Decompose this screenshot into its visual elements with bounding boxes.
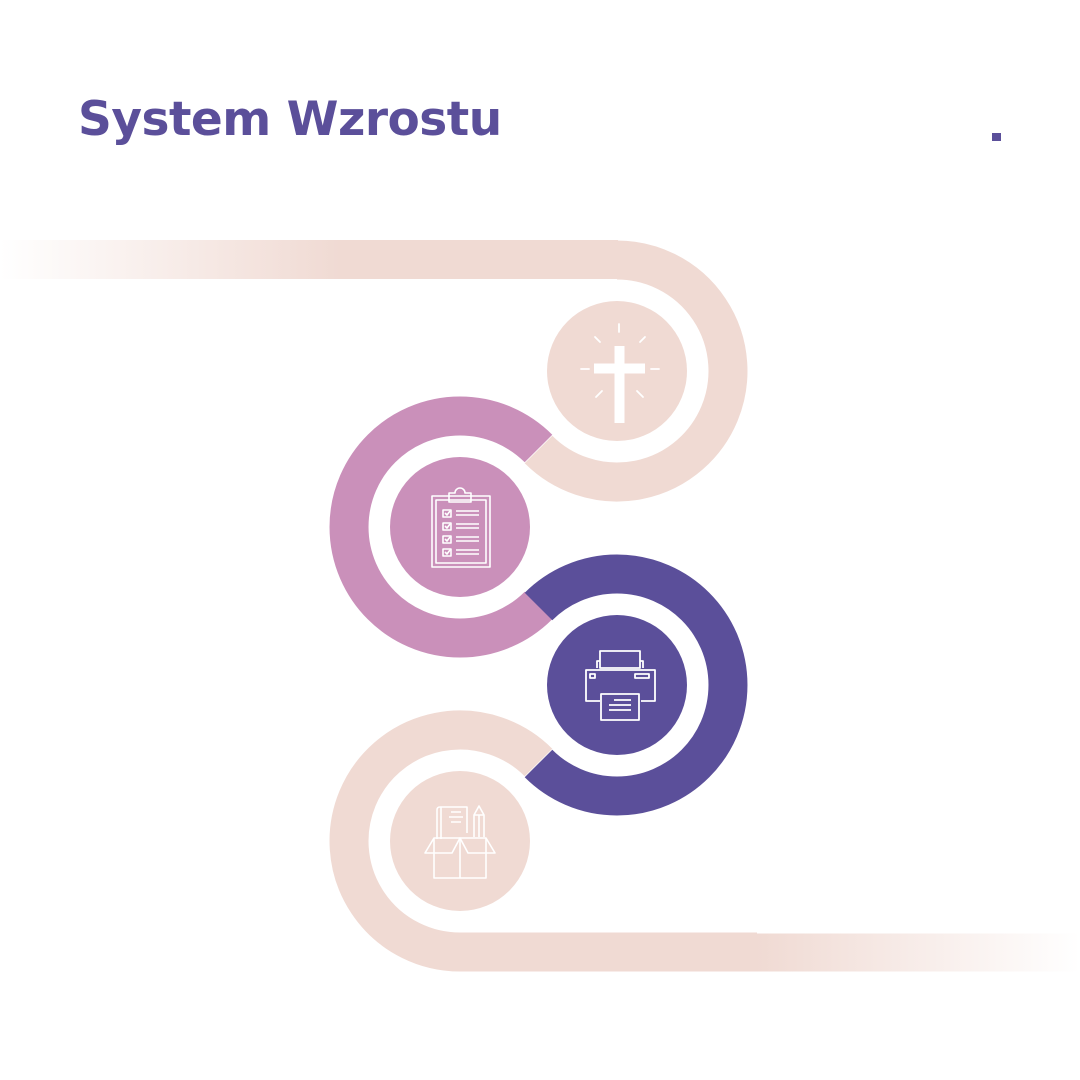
cross-icon (580, 323, 660, 423)
step-2-node (390, 457, 530, 597)
page-title: System Wzrostu (78, 92, 502, 147)
step-1-node (547, 301, 687, 441)
path-segment-step-4 (329, 710, 553, 972)
box-supplies-icon (424, 805, 496, 879)
step-2-disc (390, 457, 530, 597)
path-segment-step-3 (524, 554, 748, 816)
step-3-disc (547, 615, 687, 755)
step-3-node (547, 615, 687, 755)
path-segment-bottom-fade (756, 933, 1080, 972)
path-segment-top-line (0, 240, 618, 279)
path-segment-bottom-solid (459, 932, 757, 972)
path-segment-step-1 (524, 240, 748, 502)
printer-icon (585, 650, 656, 721)
clipboard-checklist-icon (431, 487, 491, 568)
step-4-node (390, 771, 530, 911)
path-segment-step-2 (329, 396, 553, 658)
accent-dot (992, 133, 1001, 141)
